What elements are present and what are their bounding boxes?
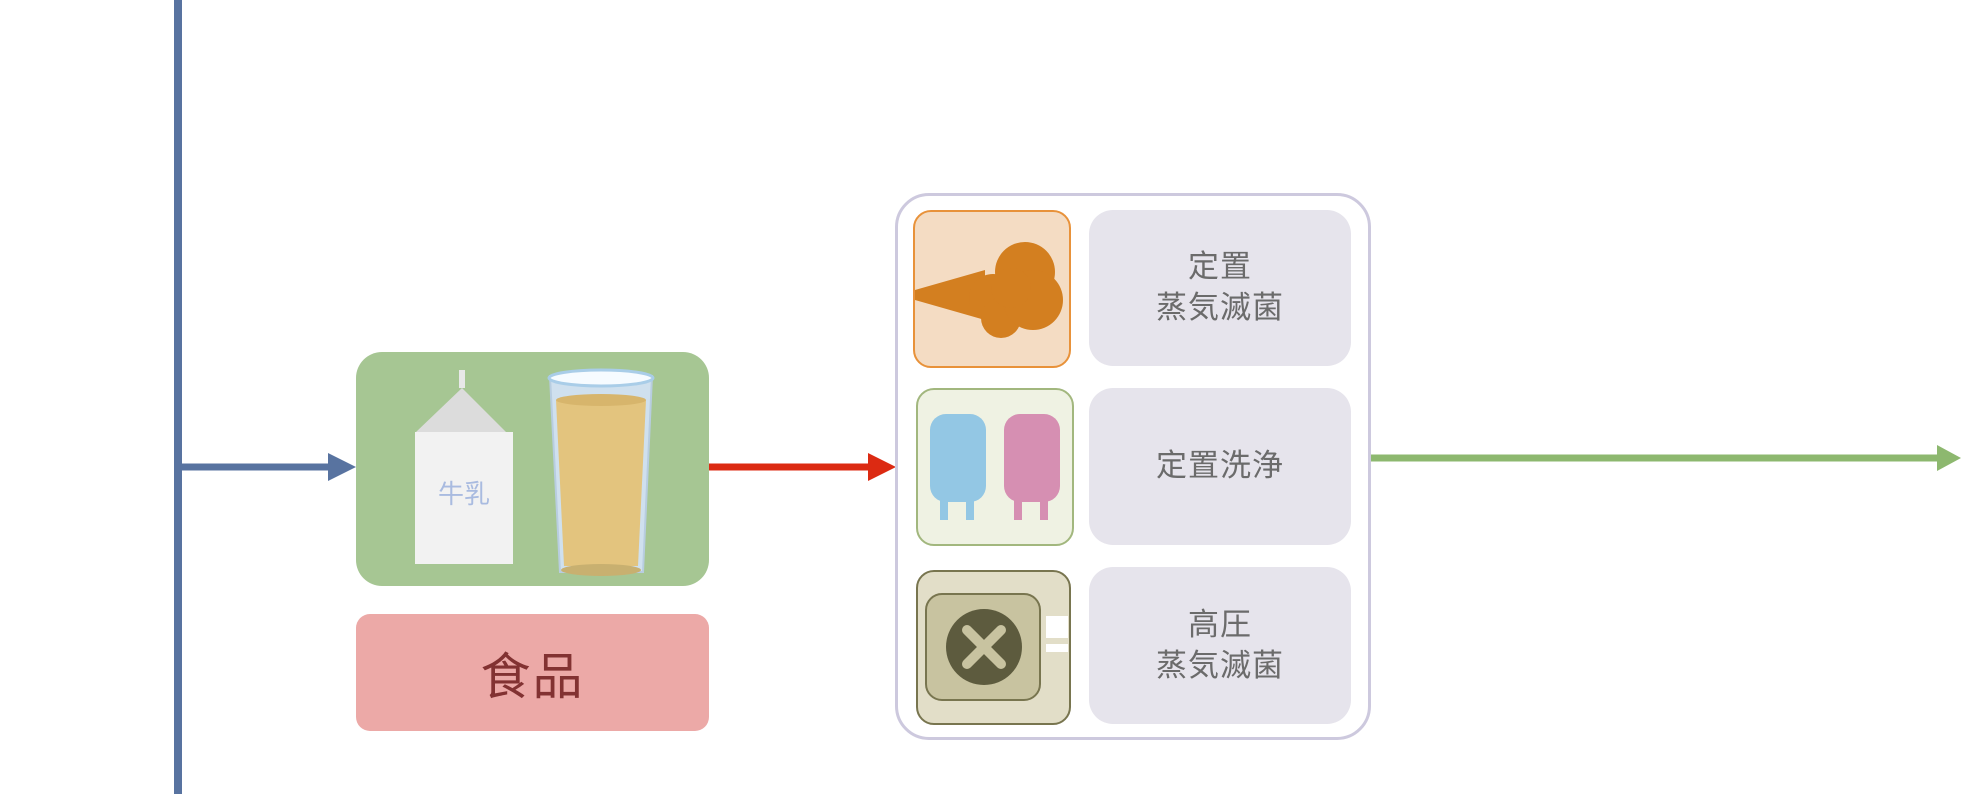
process-label-line: 高圧 (1188, 606, 1252, 643)
autoclave-icon (916, 570, 1071, 725)
juice-glass-icon (547, 368, 655, 576)
output-arrow-head (1937, 445, 1961, 471)
process-label-autoclave: 高圧 蒸気滅菌 (1089, 567, 1351, 724)
process-arrow-head (868, 453, 896, 481)
food-label: 食品 (356, 614, 709, 731)
process-label-line: 定置 (1188, 249, 1252, 285)
process-label-clean-in-place: 定置洗浄 (1089, 388, 1351, 545)
food-illustration (415, 368, 655, 576)
milk-carton-icon (415, 370, 513, 564)
process-label-steam-in-place: 定置 蒸気滅菌 (1089, 210, 1351, 366)
process-label-line: 蒸気滅菌 (1156, 647, 1284, 684)
process-label-line: 定置洗浄 (1156, 448, 1284, 484)
steam-cloud-icon (913, 210, 1071, 368)
milk-carton-text: 牛乳 (437, 480, 490, 510)
process-label-line: 蒸気滅菌 (1156, 290, 1284, 326)
food-card: 牛乳 (356, 352, 709, 586)
input-arrow-head (328, 453, 356, 481)
tanks-icon (916, 388, 1074, 546)
